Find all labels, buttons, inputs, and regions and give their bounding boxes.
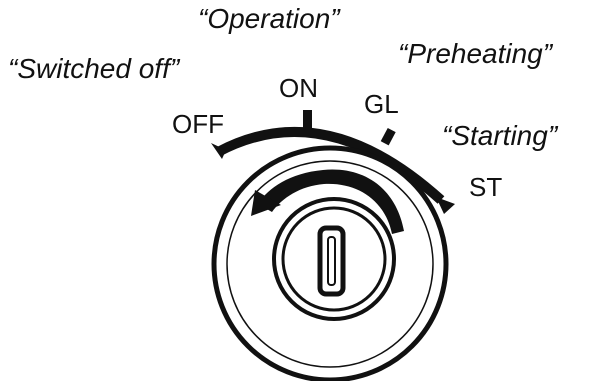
label-preheating: “Preheating”	[398, 38, 554, 69]
scale-tick-gl	[380, 127, 396, 146]
label-starting: “Starting”	[442, 120, 559, 151]
position-st: ST	[469, 172, 502, 202]
key-slot-inner-line	[327, 236, 336, 286]
scale-end-tab-st	[436, 197, 455, 214]
position-on: ON	[279, 73, 318, 103]
lock-bezel-inner-line	[226, 160, 434, 368]
position-off: OFF	[172, 109, 224, 139]
rotation-arrowhead-icon	[251, 190, 281, 216]
rotation-arrow-icon	[258, 169, 404, 234]
label-switched-off: “Switched off”	[8, 53, 181, 84]
label-operation: “Operation”	[198, 3, 341, 34]
position-gl: GL	[364, 89, 399, 119]
key-slot	[317, 225, 346, 297]
position-scale-arc	[215, 126, 445, 204]
scale-end-tab-off	[211, 143, 226, 159]
scale-tick-on	[303, 110, 312, 128]
